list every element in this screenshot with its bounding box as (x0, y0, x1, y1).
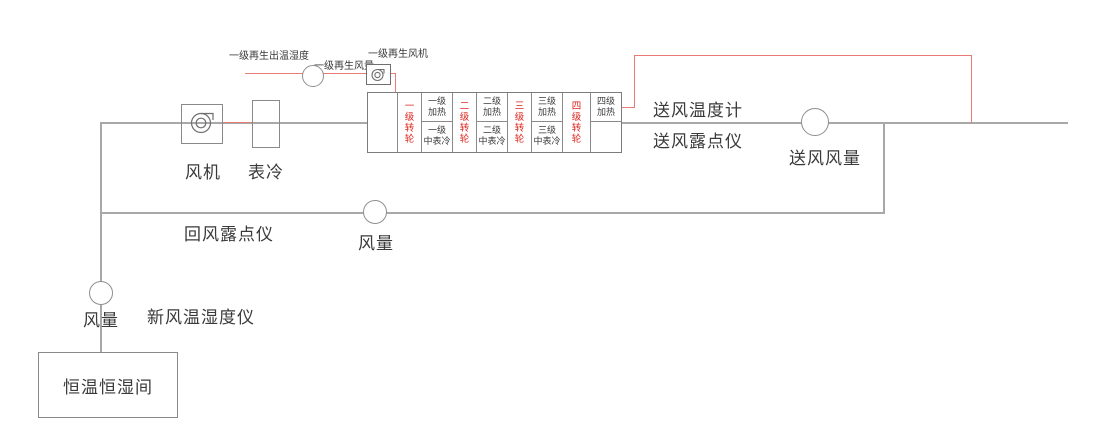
room-box: 恒温恒湿间 (38, 352, 178, 418)
heater-1-section: 一级 加热 一级 中表冷 (422, 93, 453, 152)
midcoil-1-cell: 一级 中表冷 (422, 122, 452, 152)
cooling-coil-box (252, 100, 280, 148)
midcoil-1-line1: 一级 (427, 125, 446, 135)
fresh-airflow-sensor (89, 281, 113, 305)
midcoil-2-cell: 二级 中表冷 (477, 122, 507, 152)
midcoil-1-line2: 中表冷 (423, 135, 451, 146)
midcoil-3-line1: 三级 (537, 125, 556, 135)
heater-1-cell: 一级 加热 (422, 93, 452, 122)
heater-4-cell: 四级 加热 (591, 93, 621, 122)
heater-4-section: 四级 加热 (591, 93, 621, 152)
supply-temp-label: 送风温度计 (653, 101, 743, 120)
return-airflow-sensor (363, 200, 387, 224)
heater-3-section: 三级 加热 三级 中表冷 (532, 93, 563, 152)
midcoil-3-cell: 三级 中表冷 (532, 122, 562, 152)
wheel-3-label: 三级转轮 (514, 100, 525, 145)
supply-duct-right-line (622, 122, 1068, 124)
heater-3-line2: 加热 (537, 106, 556, 117)
heater-1-line1: 一级 (427, 96, 446, 106)
midcoil-2-line1: 二级 (482, 125, 501, 135)
heater-2-line1: 二级 (482, 96, 501, 106)
heater-3-line1: 三级 (537, 96, 556, 106)
supply-airflow-sensor (801, 108, 829, 136)
regen-return-up-line (634, 55, 636, 108)
heater-2-line2: 加热 (482, 106, 501, 117)
blower-fan-icon (182, 105, 222, 142)
return-duct-down-line (883, 122, 885, 213)
wheel-1-label: 一级转轮 (404, 100, 415, 145)
supply-fan-label: 风机 (185, 163, 221, 182)
ahu-unit-box: 一级转轮 一级 加热 一级 中表冷 二级转轮 二级 加热 二级 中表冷 (367, 92, 622, 153)
heater-3-cell: 三级 加热 (532, 93, 562, 122)
return-airflow-label: 风量 (358, 234, 394, 253)
fresh-air-duct-line (100, 122, 102, 352)
wheel-4-section: 四级转轮 (563, 93, 591, 152)
heater-1-line2: 加热 (427, 106, 446, 117)
supply-airflow-label: 送风风量 (789, 149, 861, 168)
cooling-coil-label: 表冷 (248, 163, 284, 182)
midcoil-2-line2: 中表冷 (478, 135, 506, 146)
wheel-3-section: 三级转轮 (508, 93, 532, 152)
regen-return-stub-line (622, 107, 635, 109)
regen-airflow-sensor (302, 65, 324, 87)
regen-fan-label: 一级再生风机 (368, 49, 428, 60)
fresh-temp-humidity-label: 新风温湿度仪 (147, 308, 255, 327)
room-label: 恒温恒湿间 (63, 377, 153, 397)
regen-fan-box (366, 64, 391, 85)
ahu-empty-section (368, 93, 398, 152)
supply-dewpoint-label: 送风露点仪 (653, 132, 743, 151)
fresh-airflow-label: 风量 (83, 311, 119, 330)
regen-return-top-line (634, 55, 972, 57)
supply-fan-box (181, 104, 223, 144)
heater-4-line1: 四级 (596, 96, 615, 106)
regen-fan-outlet-line (390, 73, 396, 75)
heater-4-empty-cell (591, 122, 621, 152)
regen-return-down-line (971, 55, 973, 123)
wheel-2-section: 二级转轮 (453, 93, 477, 152)
return-duct-line (100, 212, 885, 214)
wheel-4-label: 四级转轮 (571, 100, 582, 145)
regen-drop-line (395, 73, 397, 92)
heater-2-cell: 二级 加热 (477, 93, 507, 122)
fan-to-coil-red-segment (223, 122, 253, 124)
heater-4-line2: 加热 (596, 106, 615, 117)
regen-airflow-label: 一级再生风量 (314, 61, 374, 72)
midcoil-3-line2: 中表冷 (533, 135, 561, 146)
regen-outlet-label: 一级再生出温湿度 (229, 51, 309, 62)
wheel-1-section: 一级转轮 (398, 93, 422, 152)
regen-blower-fan-icon (367, 65, 390, 83)
wheel-2-label: 二级转轮 (459, 100, 470, 145)
heater-2-section: 二级 加热 二级 中表冷 (477, 93, 508, 152)
return-dewpoint-label: 回风露点仪 (184, 225, 274, 244)
